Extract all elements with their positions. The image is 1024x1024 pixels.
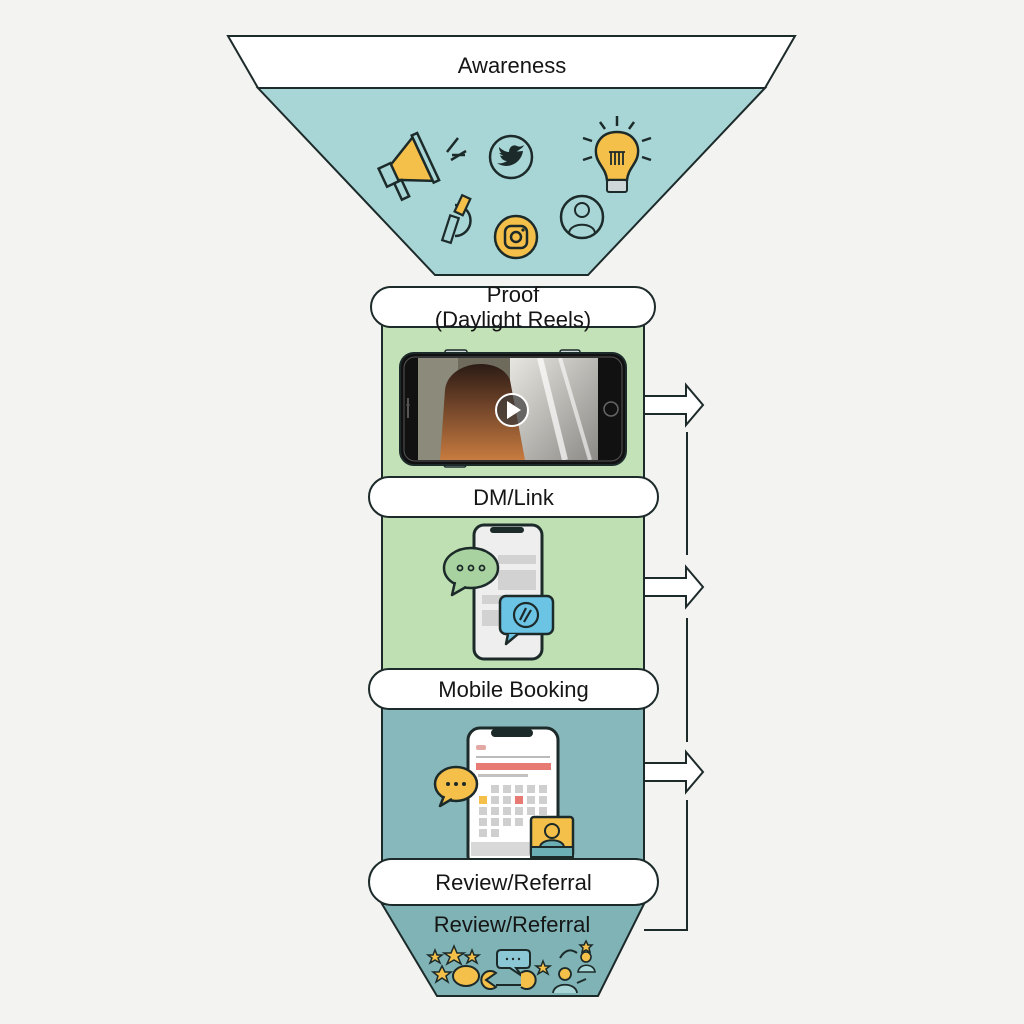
pen-icon bbox=[440, 193, 472, 245]
lightbulb-icon bbox=[582, 116, 652, 193]
profile-card-icon bbox=[529, 815, 575, 859]
stage-pill-review-referral: Review/Referral bbox=[368, 858, 659, 906]
feedback-arrow bbox=[643, 749, 705, 795]
stage-sublabel-proof: (Daylight Reels) bbox=[434, 307, 592, 332]
link-bubble-icon bbox=[498, 594, 555, 646]
stage-label-mobile-booking: Mobile Booking bbox=[438, 676, 589, 702]
chat-bubble-icon bbox=[442, 546, 500, 597]
twitter-icon bbox=[488, 134, 534, 180]
stage-label-review-referral: Review/Referral bbox=[435, 869, 592, 895]
star-icon bbox=[425, 939, 594, 984]
instagram-icon bbox=[493, 214, 539, 260]
stage-label-awareness: Awareness bbox=[457, 53, 567, 78]
stage-label-proof: Proof bbox=[486, 282, 540, 307]
feedback-loop-line bbox=[644, 432, 688, 931]
stage-pill-mobile-booking: Mobile Booking bbox=[368, 668, 659, 710]
stage-label-dm-link: DM/Link bbox=[473, 484, 554, 510]
bottom-label-review-referral: Review/Referral bbox=[433, 912, 591, 937]
chat-bubble-icon bbox=[433, 765, 479, 808]
feedback-arrow bbox=[643, 382, 705, 428]
play-icon[interactable] bbox=[495, 393, 529, 427]
speech-bubble-icon bbox=[452, 949, 537, 990]
user-profile-icon bbox=[559, 194, 605, 240]
awareness-funnel-body bbox=[255, 87, 768, 276]
referral-icon bbox=[552, 949, 596, 994]
feedback-arrow bbox=[643, 564, 705, 610]
megaphone-icon bbox=[376, 131, 441, 202]
stage-pill-proof: Proof (Daylight Reels) bbox=[370, 282, 656, 332]
sound-lines-icon bbox=[446, 137, 467, 162]
stage-pill-dm-link: DM/Link bbox=[368, 476, 659, 518]
